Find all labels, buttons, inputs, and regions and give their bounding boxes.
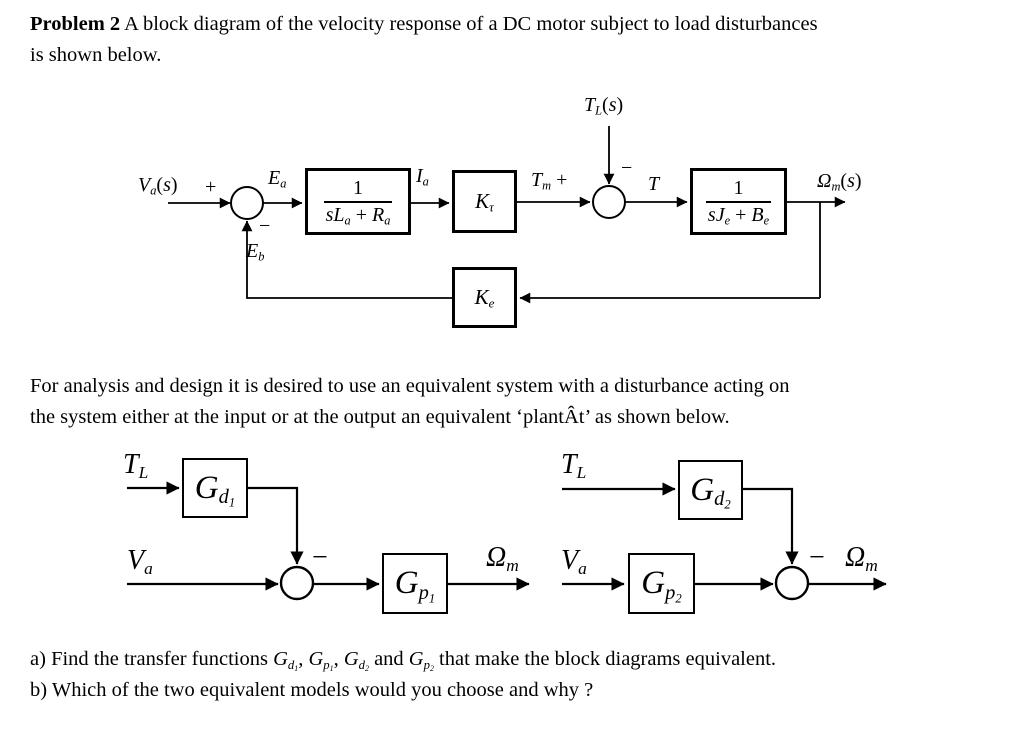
question-a-label: a) <box>30 648 46 670</box>
equivalent-system-paragraph: For analysis and design it is desired to… <box>30 371 789 433</box>
equiv2-wires <box>562 482 887 601</box>
inertia-transfer-function: 1 sJe + Be <box>705 177 772 227</box>
question-b: b) Which of the two equivalent models wo… <box>30 675 776 706</box>
current-signal-label: Ia <box>416 165 429 189</box>
gd2-block: Gd2 <box>678 460 743 520</box>
question-b-label: b) <box>30 679 48 701</box>
equiv2-minus-sign: − <box>809 542 825 573</box>
sum1-minus-sign: − <box>259 215 271 237</box>
net-torque-label: T <box>648 173 660 195</box>
back-emf-signal-label: Eb <box>246 240 265 264</box>
motor-diagram-wires <box>168 126 846 304</box>
output-speed-label: Ωm(s) <box>817 170 862 194</box>
inertia-denominator: sJe + Be <box>707 203 770 227</box>
equivalent-paragraph-line2: the system either at the input or at the… <box>30 406 730 428</box>
gd1-label: Gd1 <box>194 469 236 510</box>
equiv1-output-label: Ωm <box>486 542 519 575</box>
equiv1-load-label: TL <box>123 449 149 482</box>
equiv1-minus-sign: − <box>312 542 328 573</box>
questions: a) Find the transfer functions Gd1, Gp1,… <box>30 644 776 706</box>
armature-denominator: sLa + Ra <box>325 203 391 227</box>
question-a-text: Find the transfer functions Gd1, Gp1, Gd… <box>51 648 777 673</box>
equiv2-load-label: TL <box>561 449 587 482</box>
wire-ke-to-sum1 <box>241 220 452 299</box>
gp2-label: Gp2 <box>641 565 682 606</box>
equiv2-input-label: Va <box>561 545 587 578</box>
problem-number: Problem 2 <box>30 13 121 35</box>
back-emf-block: Ke <box>452 267 517 328</box>
problem-statement: Problem 2 A block diagram of the velocit… <box>30 9 818 71</box>
armature-block: 1 sLa + Ra <box>305 168 411 235</box>
equiv1-wires <box>127 481 530 601</box>
problem-statement-line1: Problem 2 A block diagram of the velocit… <box>30 9 818 40</box>
torque-constant-label: Kτ <box>475 189 494 215</box>
error-signal-label: Ea <box>268 167 287 191</box>
armature-transfer-function: 1 sLa + Ra <box>323 177 393 227</box>
sum2-minus-sign: − <box>621 157 633 179</box>
load-torque-label: TL(s) <box>584 94 624 118</box>
back-emf-label: Ke <box>474 285 495 311</box>
torque-constant-block: Kτ <box>452 170 517 233</box>
equivalent-paragraph-line1: For analysis and design it is desired to… <box>30 375 790 397</box>
sum-junction-1 <box>230 186 264 220</box>
gd1-block: Gd1 <box>182 458 248 518</box>
wire-gd2-to-sum <box>743 487 799 565</box>
gd2-label: Gd2 <box>690 471 731 512</box>
input-signal-label: Va(s) <box>138 174 178 198</box>
problem-text: A block diagram of the velocity response… <box>120 13 818 35</box>
equiv1-input-label: Va <box>127 545 153 578</box>
inertia-block: 1 sJe + Be <box>690 168 787 235</box>
inertia-numerator: 1 <box>705 177 772 203</box>
equiv2-sum-junction <box>774 565 810 601</box>
question-b-text: Which of the two equivalent models would… <box>51 679 594 701</box>
motor-torque-label: Tm + <box>531 169 568 193</box>
gp2-block: Gp2 <box>628 553 695 614</box>
problem-statement-line2: is shown below. <box>30 44 162 66</box>
sum1-plus-sign: + <box>205 176 217 198</box>
equiv2-output-label: Ωm <box>845 542 878 575</box>
wire-gd1-to-sum <box>248 486 304 565</box>
armature-numerator: 1 <box>323 177 393 203</box>
gp1-label: Gp1 <box>394 565 436 606</box>
gp1-block: Gp1 <box>382 553 448 614</box>
equiv1-sum-junction <box>279 565 315 601</box>
question-a: a) Find the transfer functions Gd1, Gp1,… <box>30 644 776 675</box>
sum-junction-2 <box>592 185 626 219</box>
